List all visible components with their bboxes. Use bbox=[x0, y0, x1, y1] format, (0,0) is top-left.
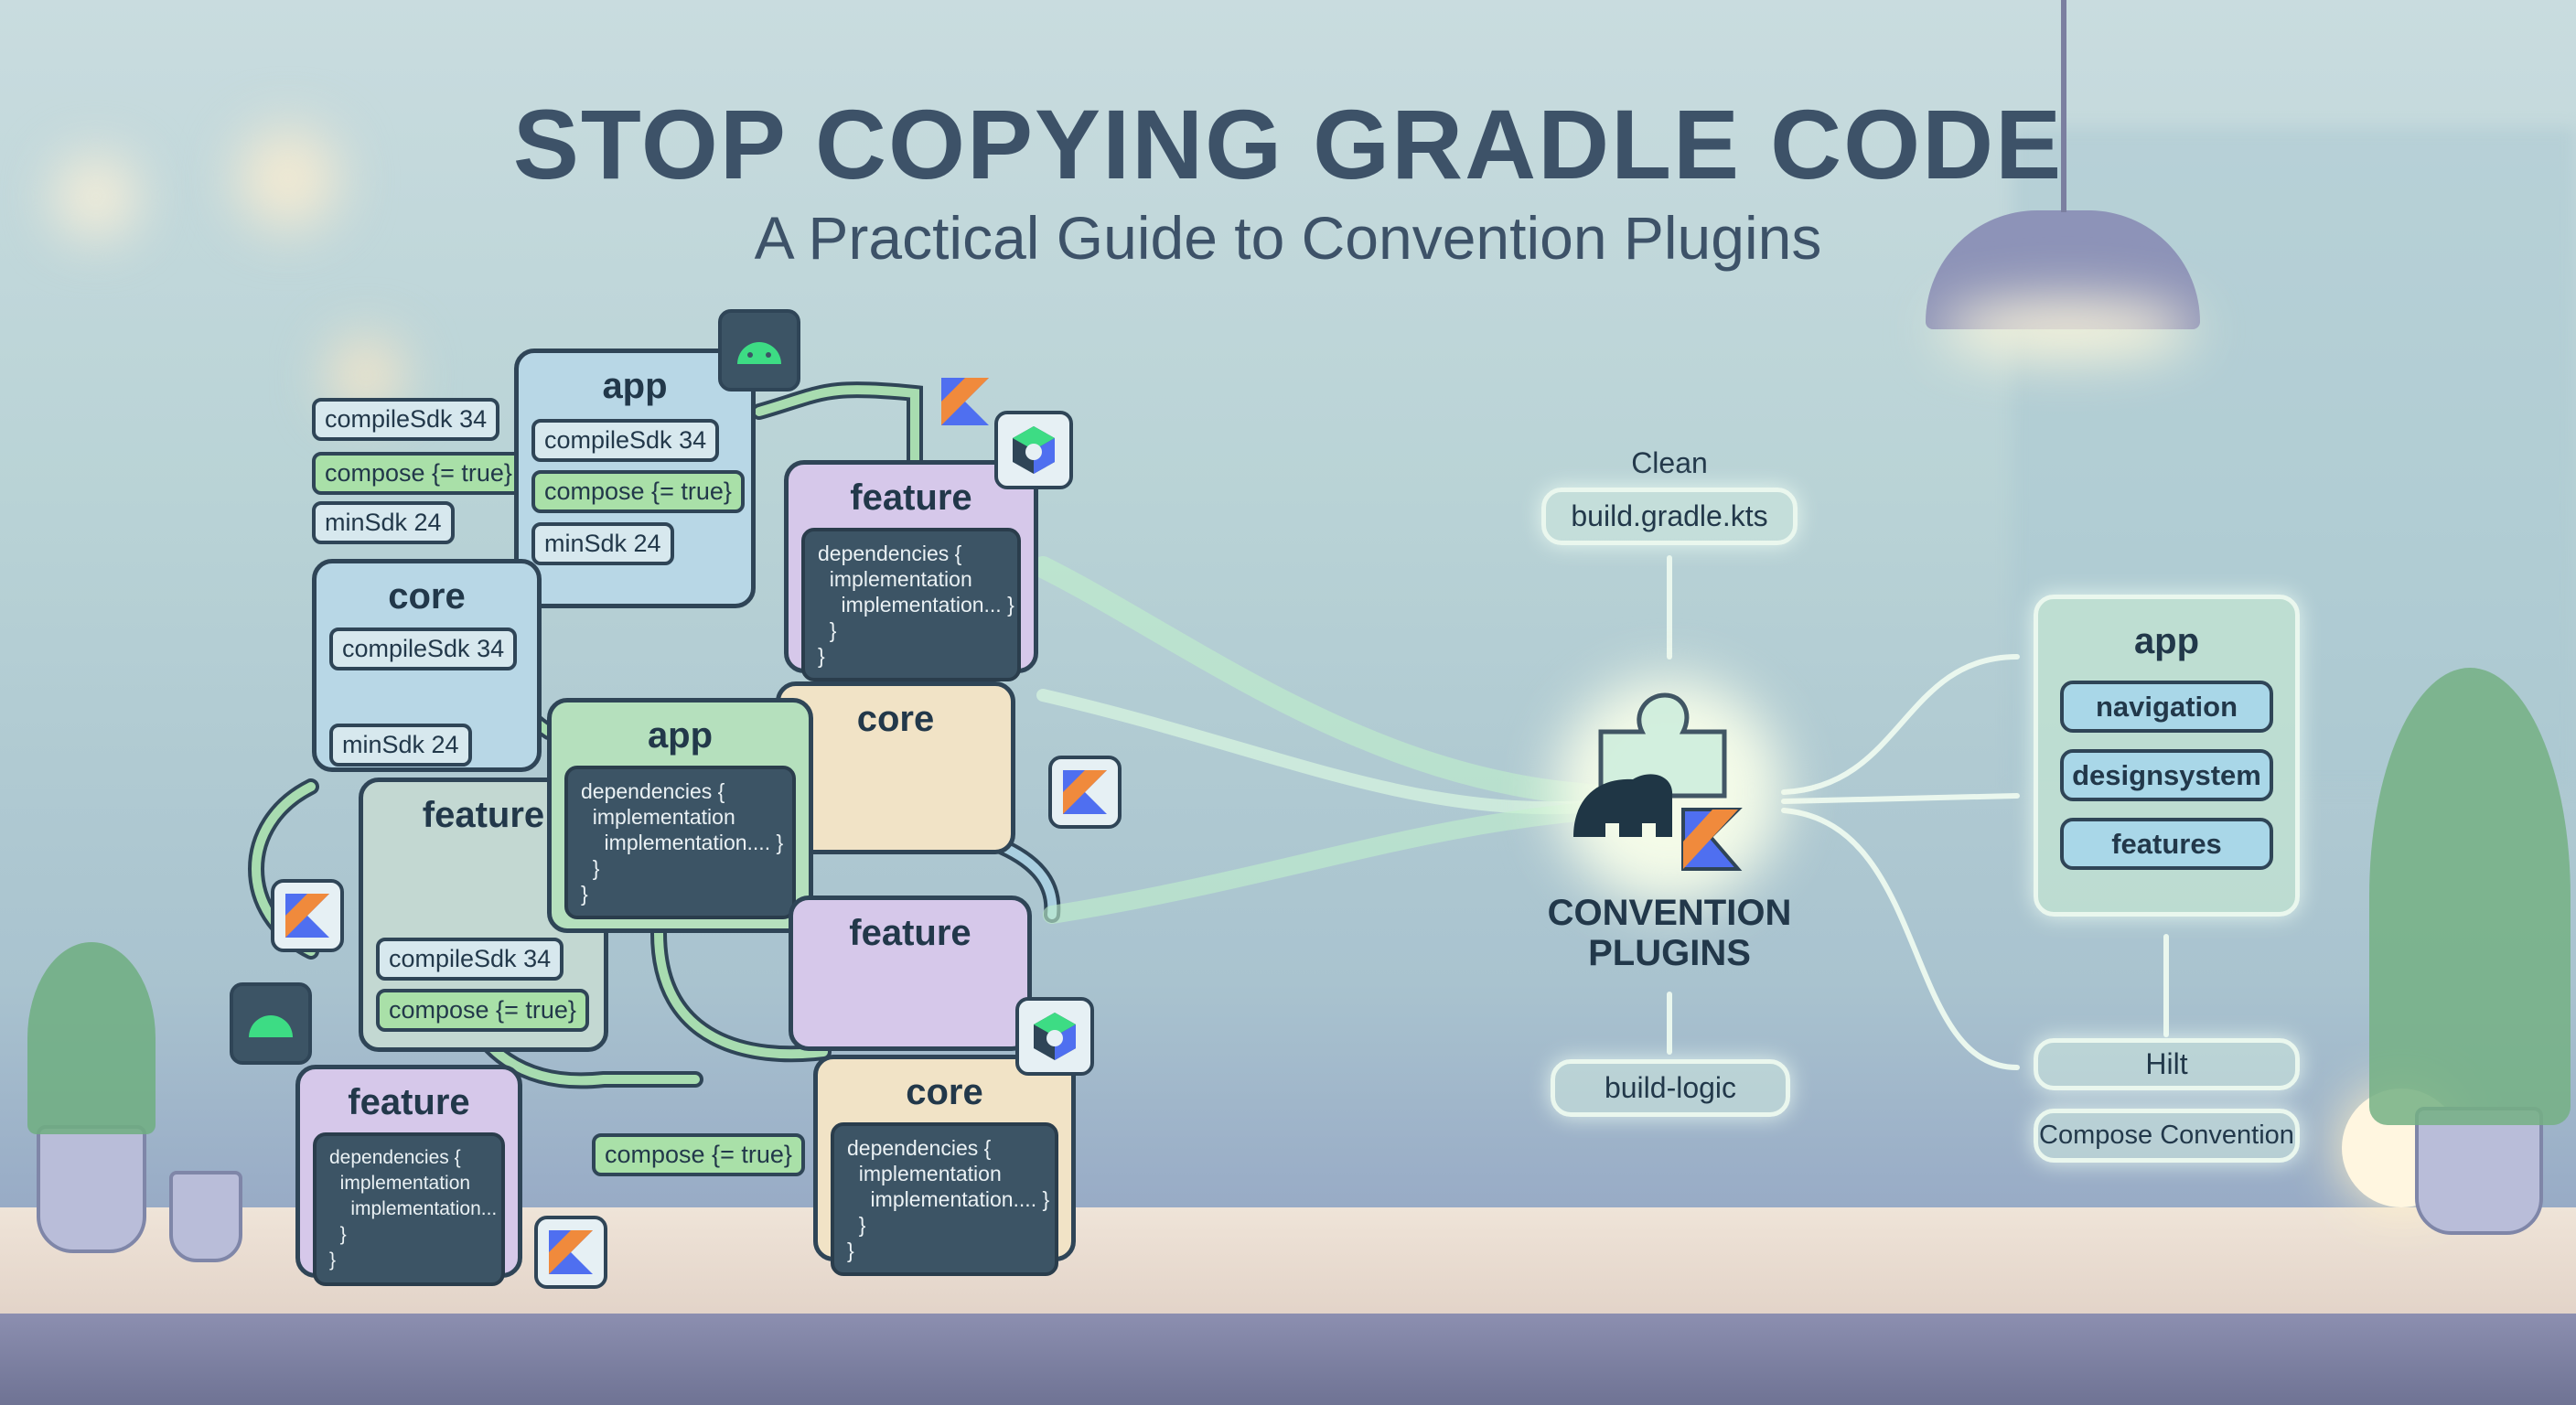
card-title: core bbox=[388, 576, 466, 617]
card-title: core bbox=[906, 1072, 983, 1112]
page-title: STOP COPYING GRADLE CODE bbox=[512, 89, 2064, 199]
desk-edge bbox=[0, 1314, 2576, 1405]
card-title: core bbox=[856, 699, 935, 739]
feature-module-card: feature dependencies { implementation im… bbox=[295, 1065, 522, 1286]
hilt-box: Hilt bbox=[2034, 1038, 2300, 1090]
loose-chip-compose: compose {= true} bbox=[312, 452, 525, 495]
app-module-card: app compileSdk 34 compose {= true} minSd… bbox=[514, 349, 756, 608]
chip-compose: compose {= true} bbox=[531, 470, 745, 513]
core-module-card: core bbox=[776, 681, 1015, 854]
core-module-card: core dependencies { implementation imple… bbox=[813, 1055, 1076, 1276]
card-title: feature bbox=[849, 913, 971, 953]
code-block: dependencies { implementation implementa… bbox=[564, 766, 796, 919]
chip-compilesdk: compileSdk 34 bbox=[329, 627, 518, 670]
loose-chip-compilesdk: compileSdk 34 bbox=[312, 398, 500, 441]
loose-chip-minsdk: minSdk 24 bbox=[312, 501, 455, 544]
label-line-1: CONVENTION bbox=[1547, 893, 1792, 933]
compose-chip: compose {= true} bbox=[592, 1133, 805, 1176]
chip-compilesdk: compileSdk 34 bbox=[376, 938, 564, 981]
feature-module-card: feature dependencies { implementation im… bbox=[784, 460, 1038, 681]
code-block: dependencies { implementation implementa… bbox=[801, 528, 1021, 681]
card-title: app bbox=[647, 715, 714, 756]
feature-module-card: feature bbox=[789, 896, 1032, 1051]
core-module-card: core compileSdk 34 minSdk 24 bbox=[312, 559, 542, 772]
code-block: dependencies { implementation implementa… bbox=[313, 1132, 505, 1286]
plant-leaves bbox=[27, 942, 156, 1134]
bokeh-light bbox=[55, 156, 137, 238]
card-title: feature bbox=[422, 795, 545, 835]
kotlin-icon bbox=[271, 879, 344, 952]
jetpack-compose-icon bbox=[994, 411, 1073, 489]
small-plant-pot bbox=[169, 1171, 242, 1262]
module-features: features bbox=[2060, 818, 2273, 870]
kotlin-icon bbox=[941, 378, 989, 425]
compose-convention-box: Compose Convention bbox=[2034, 1109, 2300, 1163]
bokeh-light bbox=[238, 128, 338, 229]
build-logic-box: build-logic bbox=[1551, 1059, 1790, 1117]
card-title: feature bbox=[850, 477, 972, 518]
lamp-cord bbox=[2061, 0, 2066, 212]
kotlin-icon bbox=[1048, 756, 1122, 829]
app-panel-title: app bbox=[2133, 621, 2200, 661]
page-subtitle: A Practical Guide to Convention Plugins bbox=[754, 204, 1822, 272]
card-title: feature bbox=[348, 1082, 470, 1122]
jetpack-compose-icon bbox=[1015, 997, 1094, 1076]
app-panel: app navigation designsystem features bbox=[2034, 595, 2300, 917]
lamp-glow bbox=[1939, 302, 2195, 357]
convention-plugin-icon bbox=[1573, 692, 1743, 871]
chip-minsdk: minSdk 24 bbox=[329, 724, 472, 767]
module-navigation: navigation bbox=[2060, 681, 2273, 733]
kotlin-icon bbox=[534, 1216, 607, 1289]
android-icon bbox=[230, 982, 312, 1065]
label-line-2: PLUGINS bbox=[1588, 933, 1751, 973]
convention-plugins-label: CONVENTION PLUGINS bbox=[1487, 893, 1852, 973]
clean-label: Clean bbox=[1631, 446, 1708, 479]
app-module-card: app dependencies { implementation implem… bbox=[547, 698, 813, 933]
chip-minsdk: minSdk 24 bbox=[531, 522, 674, 565]
android-icon bbox=[718, 309, 800, 391]
code-block: dependencies { implementation implementa… bbox=[831, 1122, 1058, 1276]
chip-compose: compose {= true} bbox=[376, 989, 589, 1032]
module-designsystem: designsystem bbox=[2060, 749, 2273, 801]
build-gradle-kts-box: build.gradle.kts bbox=[1541, 488, 1798, 545]
plant-leaves-right bbox=[2369, 668, 2571, 1125]
card-title: app bbox=[602, 366, 668, 406]
chip-compilesdk: compileSdk 34 bbox=[531, 419, 720, 462]
